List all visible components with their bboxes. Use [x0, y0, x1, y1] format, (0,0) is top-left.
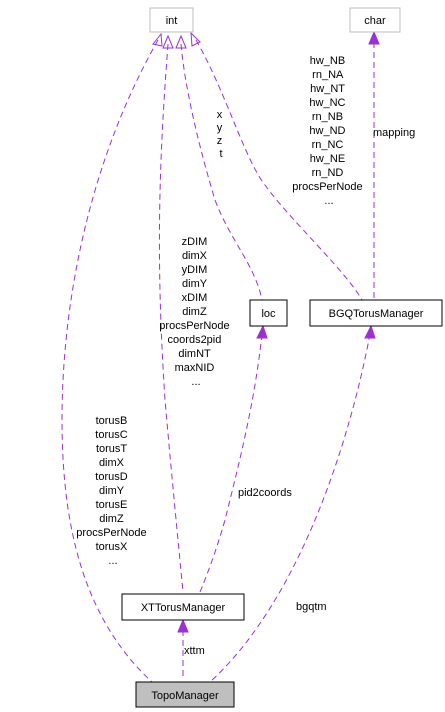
node-xt-torus-manager-label: XTTorusManager: [141, 602, 226, 614]
edge-label-bgq-to-topo: bgqtm: [296, 601, 327, 613]
edge-label-xt-to-topo: xttm: [184, 645, 205, 657]
node-loc[interactable]: loc: [249, 299, 288, 327]
node-xt-torus-manager[interactable]: XTTorusManager: [121, 593, 245, 621]
edge-char-to-bgq: [368, 30, 380, 300]
node-loc-label: loc: [261, 308, 276, 320]
edge-label-loc-to-xt: pid2coords: [238, 487, 292, 499]
edge-int-to-topo: [61, 32, 163, 683]
edge-bgq-to-topo: [209, 324, 376, 683]
edge-int-to-bgq: [190, 31, 363, 301]
edge-label-int-to-bgq: hw_NB rn_NA hw_NT hw_NC rn_NB hw_ND rn_N…: [292, 55, 365, 207]
node-bgq-torus-manager-label: BGQTorusManager: [329, 308, 424, 320]
node-topo-manager-label: TopoManager: [151, 690, 219, 702]
node-char[interactable]: char: [349, 7, 401, 33]
node-int[interactable]: int: [149, 7, 194, 33]
edge-label-char-to-bgq: mapping: [373, 127, 415, 139]
edge-int-to-xt: [158, 34, 184, 593]
edge-label-int-to-loc: x y z t: [217, 109, 226, 160]
node-bgq-torus-manager[interactable]: BGQTorusManager: [309, 299, 443, 327]
edge-xt-to-topo: [177, 618, 189, 680]
edge-label-int-to-topo: torusB torusC torusT dimX torusD dimY to…: [76, 415, 149, 567]
node-int-label: int: [166, 15, 178, 27]
node-char-label: char: [364, 15, 386, 27]
edge-label-int-to-xt: zDIM dimX yDIM dimY xDIM dimZ procsPerNo…: [159, 236, 232, 388]
node-topo-manager: TopoManager: [135, 681, 235, 708]
edge-loc-to-xt: [199, 324, 268, 593]
edge-int-to-loc: [175, 34, 263, 301]
